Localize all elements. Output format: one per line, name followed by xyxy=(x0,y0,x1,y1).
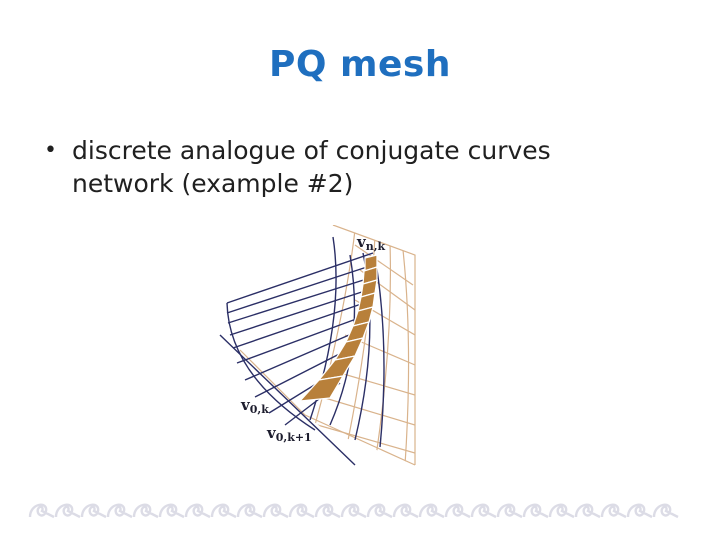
label-v-0-k-plus-1: v0,k+1 xyxy=(266,424,312,444)
bullet-text-line-2: network (example #2) xyxy=(72,169,354,198)
bullet-item: • discrete analogue of conjugate curves … xyxy=(44,134,684,200)
quad-strip xyxy=(298,254,378,402)
bullet-list: • discrete analogue of conjugate curves … xyxy=(44,134,684,200)
spiral-wave-pattern-icon xyxy=(28,503,679,519)
paper-outline xyxy=(239,225,416,466)
pq-mesh-figure: vn,k v0,k v0,k+1 xyxy=(219,225,416,466)
bullet-text-line-1: discrete analogue of conjugate curves xyxy=(72,136,551,165)
bullet-dot-icon: • xyxy=(44,138,57,163)
label-v-n-k: vn,k xyxy=(356,233,386,253)
slide-title: PQ mesh xyxy=(268,44,451,85)
label-v-0-k: v0,k xyxy=(240,396,269,416)
